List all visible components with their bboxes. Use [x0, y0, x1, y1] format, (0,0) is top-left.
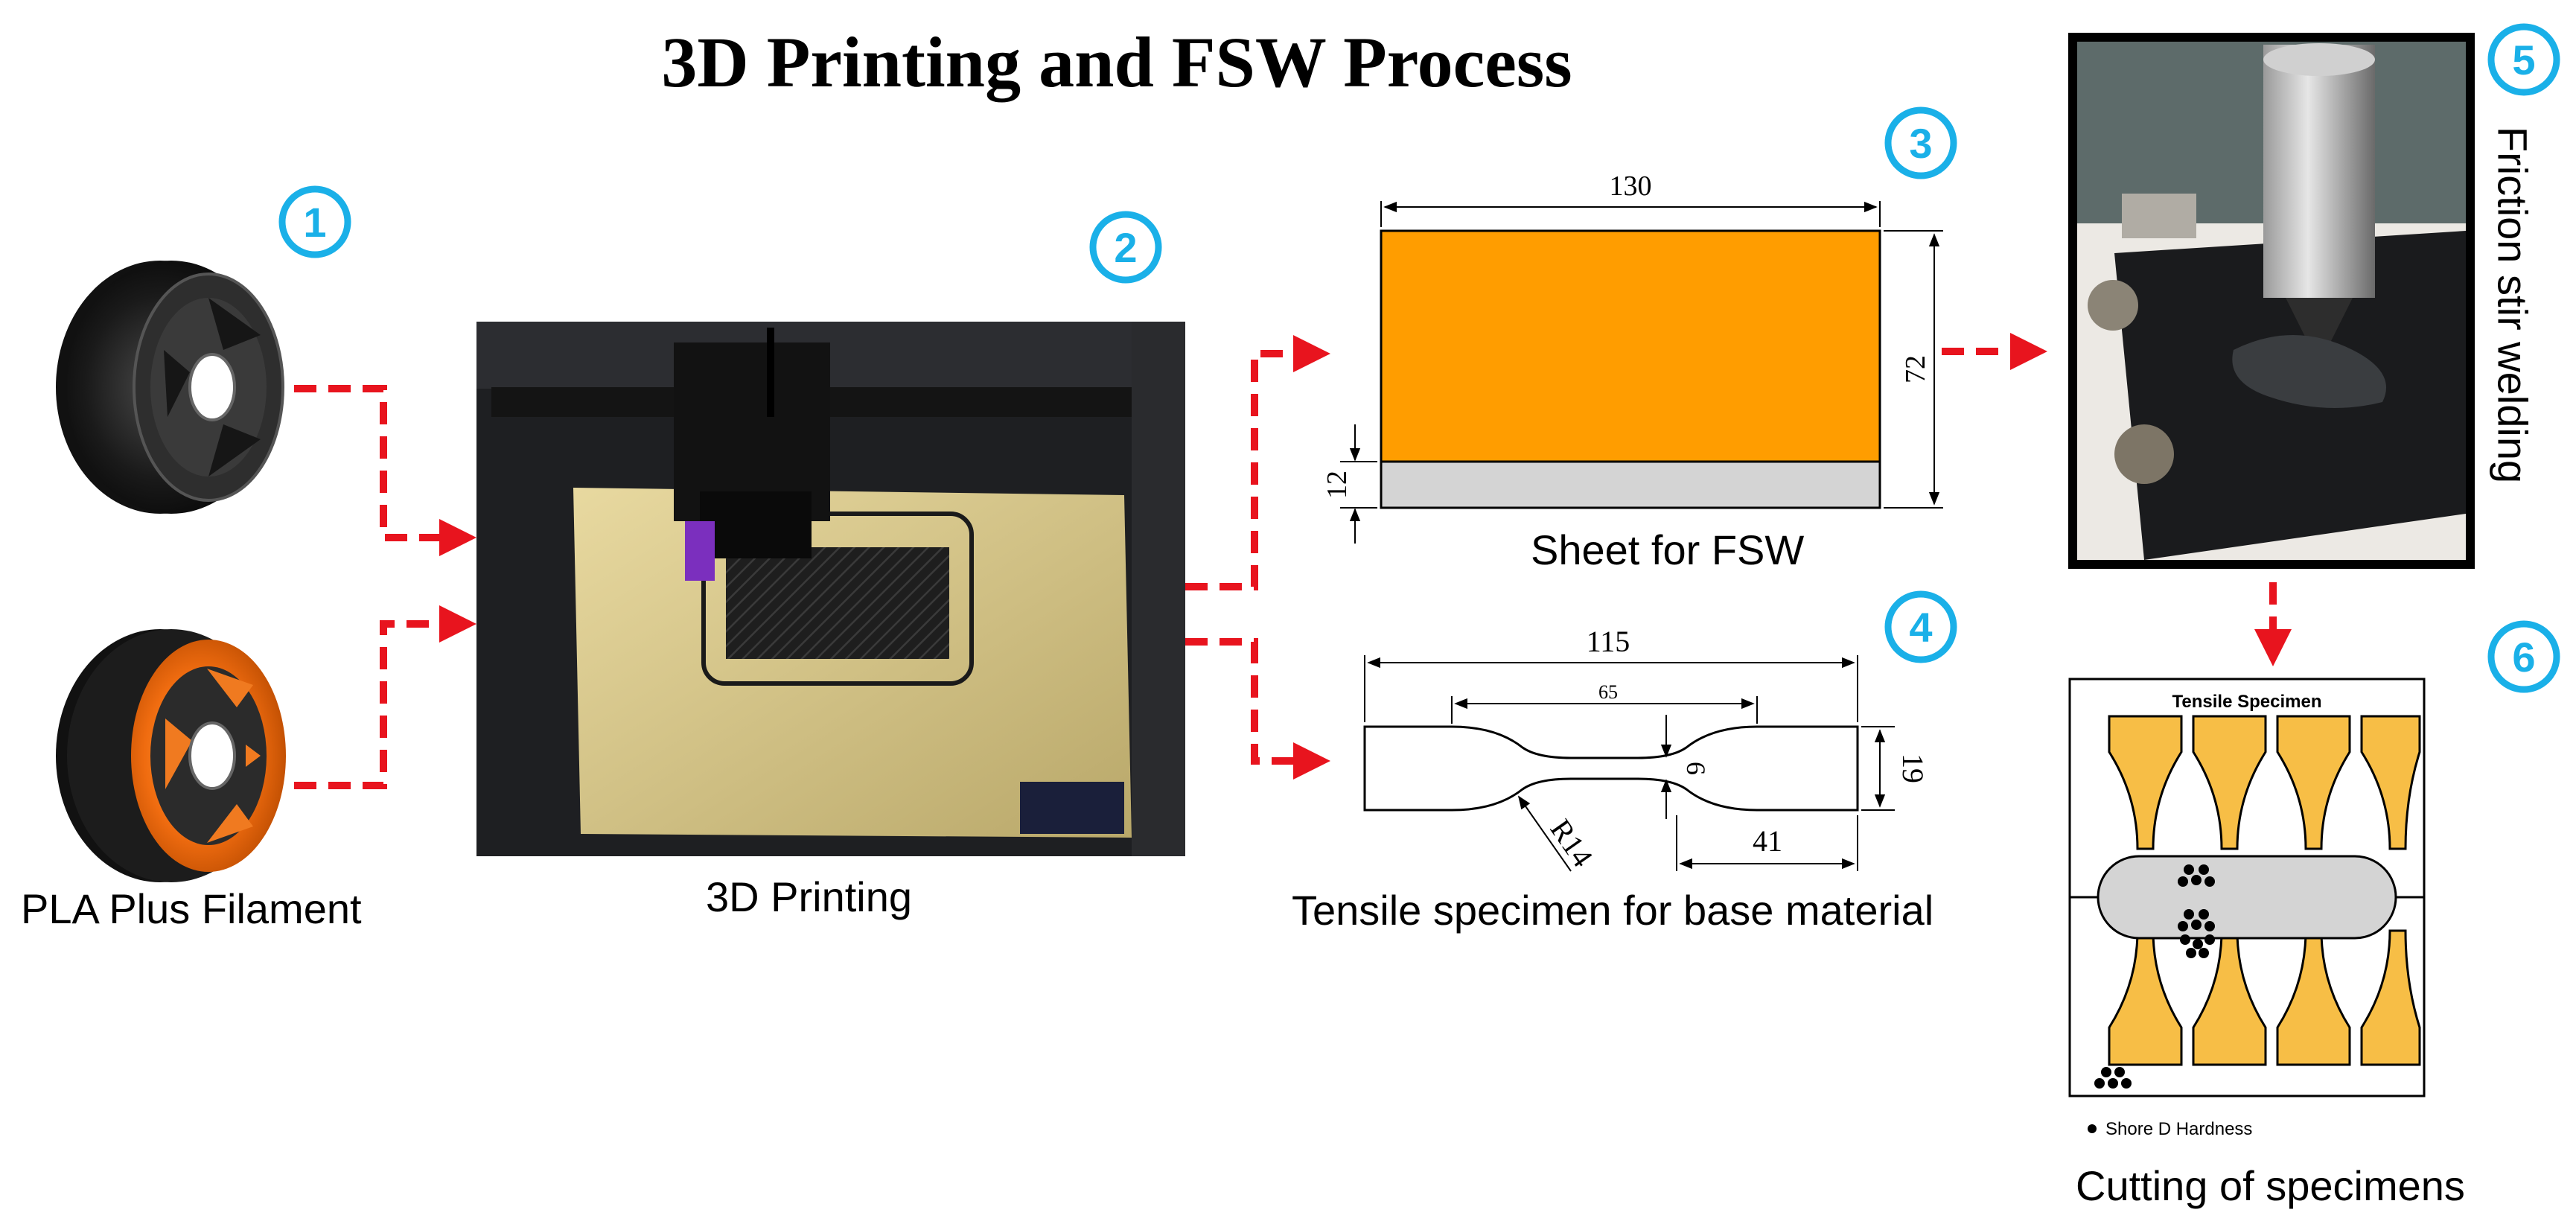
sheet-height-label: 72	[1900, 355, 1931, 383]
orange-filament-spool-image	[56, 629, 286, 882]
arrow-black-spool-to-printer	[294, 385, 476, 556]
step-number: 1	[303, 199, 326, 246]
step-number: 6	[2512, 634, 2535, 681]
step-badge-4: 4	[1884, 590, 1957, 663]
sheet-strip-label: 12	[1322, 471, 1353, 499]
fsw-sheet-drawing: 130 72 12	[1322, 171, 1943, 544]
step-number: 3	[1909, 120, 1932, 167]
step-number: 2	[1114, 224, 1137, 271]
tensile-width-label: 19	[1896, 753, 1930, 783]
friction-stir-welding-image	[2068, 33, 2475, 569]
step-badge-6: 6	[2487, 620, 2560, 693]
caption-3d-printing: 3D Printing	[706, 873, 913, 920]
tensile-gauge-label: 65	[1598, 681, 1618, 703]
arrow-printer-to-tensile	[1185, 638, 1330, 780]
caption-tensile: Tensile specimen for base material	[1292, 887, 1934, 934]
tensile-length-label: 115	[1587, 625, 1630, 658]
caption-sheet: Sheet for FSW	[1531, 526, 1805, 573]
arrow-printer-to-sheet	[1185, 335, 1330, 590]
cutting-plan-drawing: Tensile Specimen Shore D Hardness	[2068, 678, 2426, 1139]
step-number: 5	[2512, 36, 2535, 83]
step-badge-1: 1	[278, 185, 351, 258]
tensile-grip-label: 41	[1753, 824, 1782, 858]
caption-filament: PLA Plus Filament	[21, 885, 362, 932]
hardness-legend-label: Shore D Hardness	[2105, 1119, 2252, 1139]
tensile-narrow-label: 6	[1681, 762, 1711, 775]
caption-cutting: Cutting of specimens	[2076, 1162, 2465, 1209]
black-filament-spool-image	[56, 261, 284, 514]
3d-printer-image	[476, 322, 1185, 856]
tensile-radius-label: R14	[1544, 813, 1600, 873]
flow-arrows	[294, 333, 2292, 789]
tensile-specimen-drawing: 115 65 19 6 41 R14	[1363, 625, 1930, 873]
step-badge-3: 3	[1884, 106, 1957, 179]
arrow-orange-spool-to-printer	[294, 605, 476, 789]
step-badge-2: 2	[1089, 211, 1162, 284]
step-badge-5: 5	[2487, 23, 2560, 96]
step-number: 4	[1909, 604, 1932, 651]
sheet-width-label: 130	[1610, 171, 1652, 202]
cutting-plan-title: Tensile Specimen	[2172, 692, 2322, 712]
page-title: 3D Printing and FSW Process	[661, 22, 1572, 102]
